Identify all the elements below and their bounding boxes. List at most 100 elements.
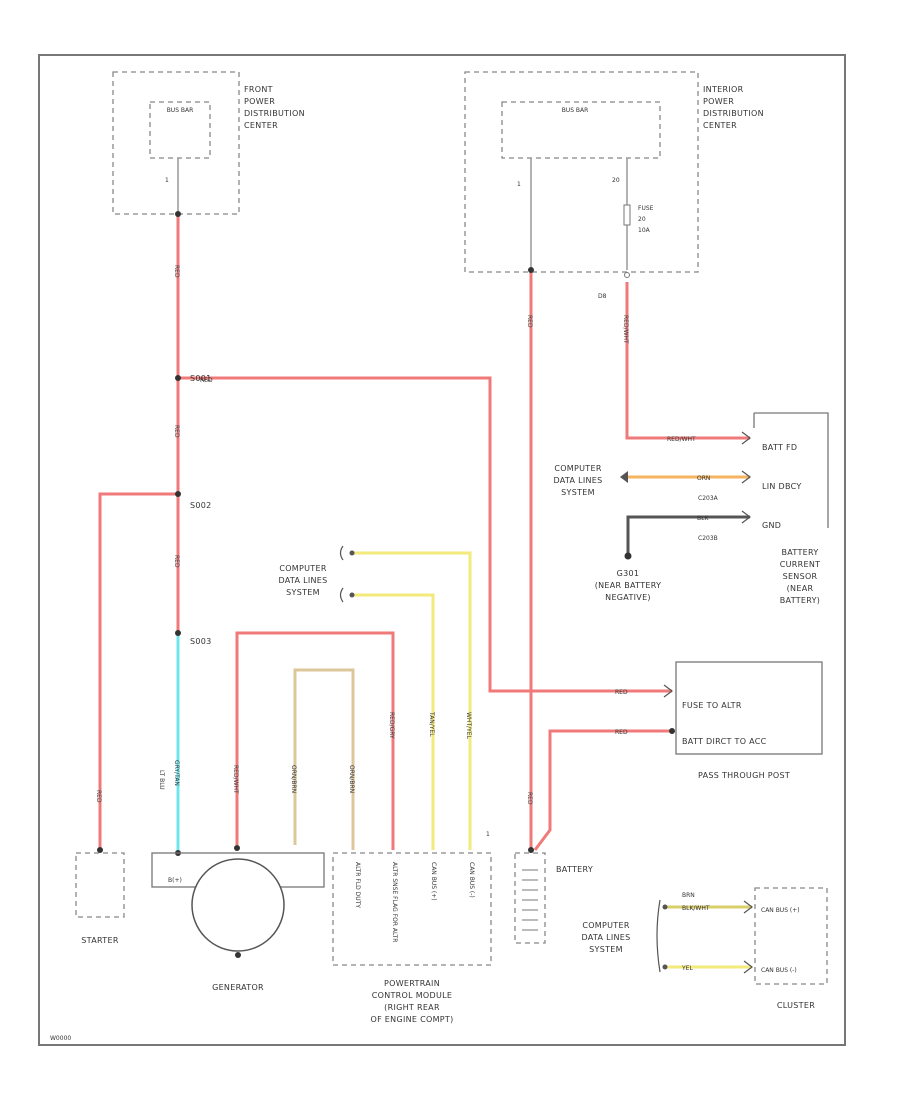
fuse-label-2: 20 [638,216,646,223]
battery-current-sensor: BATT FD LIN DBCY GND C203A C203B BATTERY… [698,412,829,605]
fuse-label-3: 10A [638,227,651,234]
front-power-distribution-center: BUS BAR FRONT POWER DISTRIBUTION CENTER … [112,71,305,215]
svg-text:ORN/BRN: ORN/BRN [290,765,297,793]
svg-text:BRN: BRN [682,892,695,899]
pcm-pin-3: CAN BUS (+) [430,862,437,901]
pcm-name-3: (RIGHT REAR [384,1003,440,1012]
svg-text:RED: RED [615,689,628,696]
svg-text:SYSTEM: SYSTEM [589,945,623,954]
splice-mid-label: S002 [190,501,212,510]
front-busbar-label: BUS BAR [167,107,194,114]
pass-through-post: FUSE TO ALTR BATT DIRCT TO ACC PASS THRO… [663,661,823,780]
svg-text:RED: RED [173,425,180,438]
svg-text:SYSTEM: SYSTEM [561,488,595,497]
interior-pdc-name-1: INTERIOR [703,85,744,94]
svg-text:TAN/YEL: TAN/YEL [428,711,435,737]
cds-cluster-label: COMPUTER DATA LINES SYSTEM [581,899,668,973]
starter: STARTER [75,852,125,945]
generator-pin: B(+) [168,877,182,884]
svg-text:GRY/TAN: GRY/TAN [173,760,180,786]
cds-pcm-label: COMPUTER DATA LINES SYSTEM [278,545,355,603]
interior-busbar-label: BUS BAR [562,107,589,114]
pcm-pin-2: ALTR SNSE FLAG FOR ALTR [391,862,398,942]
cluster-pin-2: CAN BUS (-) [761,967,797,974]
pcm-pin-1: ALTR FLD DUTY [354,862,361,908]
bcs-name-2: CURRENT [780,560,821,569]
svg-text:COMPUTER: COMPUTER [582,921,630,930]
wire-red-wht-gen [235,631,395,850]
cds-right-arrow [620,471,628,483]
svg-text:DATA LINES: DATA LINES [278,576,327,585]
generator: B(+) GENERATOR [151,852,325,992]
svg-text:ORN: ORN [697,475,710,482]
bcs-name-3: SENSOR [783,572,818,581]
svg-text:ORN/BRN: ORN/BRN [348,765,355,793]
interior-pdc-name-4: CENTER [703,121,737,130]
wires [98,214,752,969]
pass-through-pin-1: FUSE TO ALTR [682,701,742,710]
pass-through-pin-2: BATT DIRCT TO ACC [682,737,767,746]
svg-text:RED/WHT: RED/WHT [622,315,629,344]
bcs-pin-2: LIN DBCY [762,482,802,491]
ground-label: G301 (NEAR BATTERY NEGATIVE) [595,569,662,602]
generator-name: GENERATOR [212,983,264,992]
wire-color-labels: RED RED RED RED RED LT BLU GRY/TAN RED/W… [95,265,710,972]
bcs-pin-3: GND [762,521,781,530]
pcm-pin-4: CAN BUS (-) [468,862,475,898]
svg-text:RED: RED [526,792,533,805]
pcm-name-2: CONTROL MODULE [372,991,453,1000]
cluster-name: CLUSTER [777,1001,815,1010]
bcs-name-1: BATTERY [781,548,818,557]
svg-text:RED: RED [200,377,213,384]
interior-pdc-name-2: POWER [703,97,734,106]
starter-name: STARTER [81,936,119,945]
svg-text:DATA LINES: DATA LINES [553,476,602,485]
cluster: CAN BUS (+) CAN BUS (-) CLUSTER [743,887,828,1010]
svg-text:BLK: BLK [697,515,709,522]
wire-red-to-pass-through [178,376,672,693]
bcs-pin-1: BATT FD [762,443,797,452]
bcs-name-5: BATTERY) [780,596,820,605]
diagram-frame [38,54,846,1046]
interior-pdc-name-3: DISTRIBUTION [703,109,764,118]
svg-text:WHT/YEL: WHT/YEL [465,712,472,740]
pcm-name-1: POWERTRAIN [384,979,440,988]
front-pdc-pin: 1 [165,177,169,184]
svg-text:NEGATIVE): NEGATIVE) [605,593,651,602]
svg-text:G301: G301 [617,569,640,578]
interior-power-distribution-center: BUS BAR INTERIOR POWER DISTRIBUTION CENT… [464,71,764,300]
pcm-pin-num: 1 [486,831,490,838]
svg-text:LT BLU: LT BLU [158,770,165,790]
svg-text:RED: RED [526,315,533,328]
interior-pin-out: D8 [598,293,607,300]
battery-name: BATTERY [556,865,593,874]
interior-pin-left: 1 [517,181,521,188]
wire-blk-ground [626,515,750,556]
svg-text:YEL: YEL [681,965,693,972]
front-pdc-name-4: CENTER [244,121,278,130]
svg-text:DATA LINES: DATA LINES [581,933,630,942]
svg-text:RED/WHT: RED/WHT [667,436,696,443]
front-pdc-name-1: FRONT [244,85,273,94]
wire-red-starter [98,492,178,850]
svg-text:BLK/WHT: BLK/WHT [682,905,710,912]
bcs-name-4: (NEAR [787,584,814,593]
powertrain-control-module: ALTR FLD DUTY ALTR SNSE FLAG FOR ALTR CA… [332,831,492,1024]
wire-orn-brn [293,668,355,850]
svg-text:RED: RED [173,265,180,278]
splice-top-label: S001 [190,374,212,383]
svg-text:RED: RED [173,555,180,568]
bcs-connector-a: C203A [698,495,719,502]
cds-right-label: COMPUTER DATA LINES SYSTEM [553,464,602,497]
wire-red-wht-bcs [625,282,750,440]
fuse-symbol [623,204,631,226]
splice-low-label: S003 [190,637,212,646]
bcs-connector-b: C203B [698,535,718,542]
svg-text:RED: RED [95,790,102,803]
front-pdc-name-2: POWER [244,97,275,106]
splice-points [97,211,675,856]
cluster-pin-1: CAN BUS (+) [761,907,800,914]
svg-text:(NEAR BATTERY: (NEAR BATTERY [595,581,662,590]
svg-text:COMPUTER: COMPUTER [554,464,602,473]
